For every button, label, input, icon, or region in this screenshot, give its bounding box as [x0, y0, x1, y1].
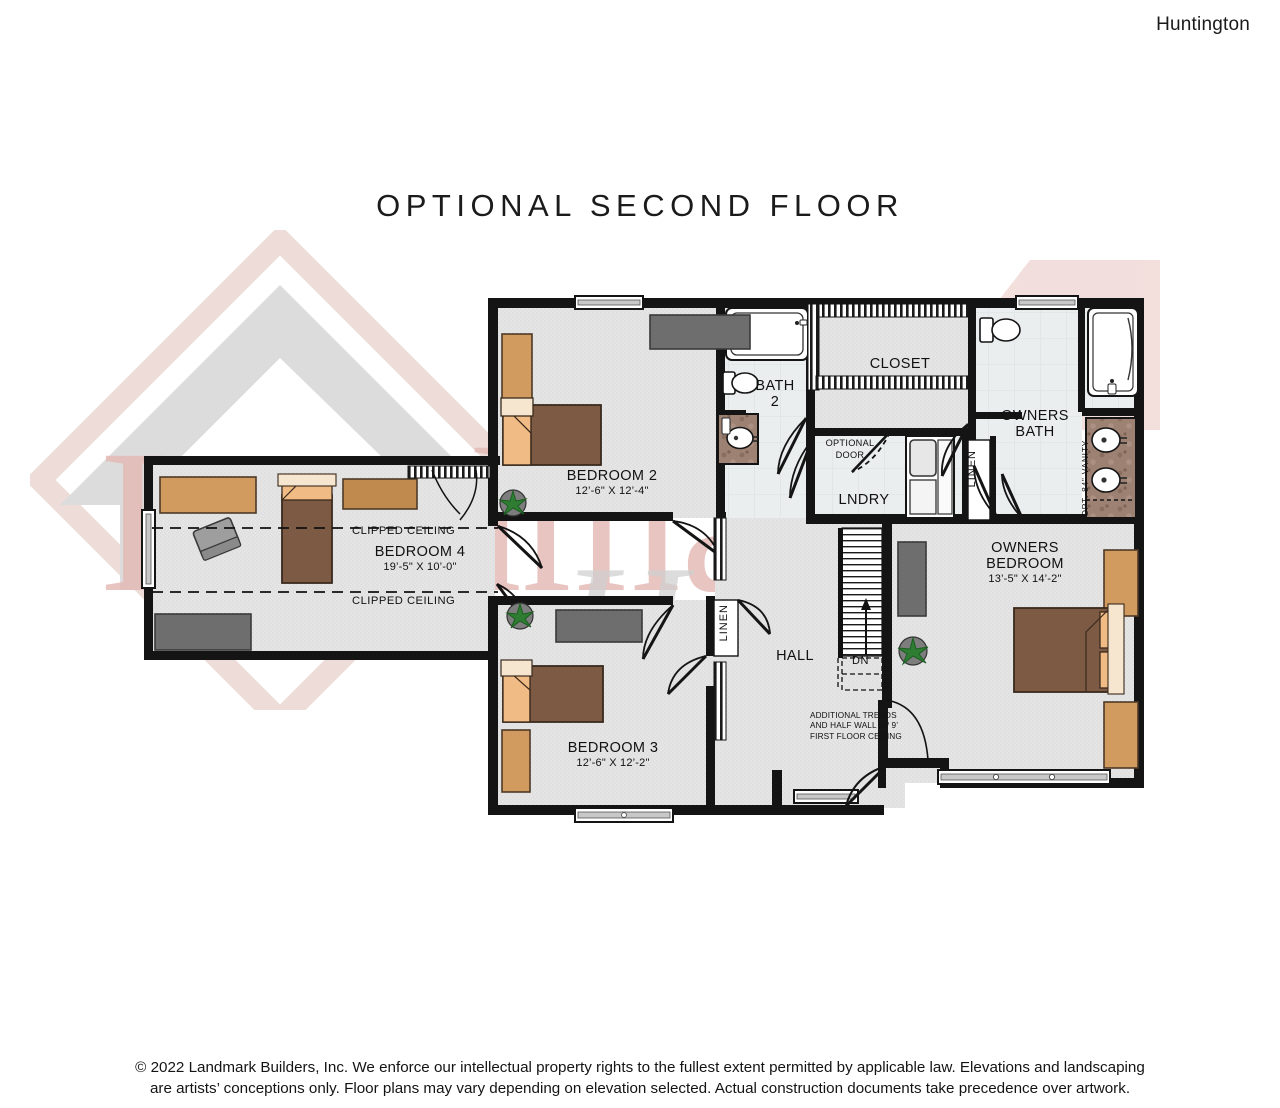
staircase [837, 527, 929, 761]
window [1015, 295, 1079, 310]
page-title: OPTIONAL SECOND FLOOR [376, 188, 904, 223]
plant-icon [505, 602, 535, 630]
plan-name: Huntington [1156, 14, 1250, 35]
laundry-appliances [905, 435, 955, 519]
copyright-footer: © 2022 Landmark Builders, Inc. We enforc… [0, 1058, 1280, 1100]
window [937, 769, 1111, 785]
plant-icon [498, 489, 528, 517]
footer-line-1: © 2022 Landmark Builders, Inc. We enforc… [135, 1059, 1145, 1077]
window [574, 295, 644, 310]
plant-icon [897, 636, 929, 666]
owners-bedroom-furniture [897, 541, 1139, 769]
footer-line-2: are artists’ conceptions only. Floor pla… [149, 1080, 1131, 1098]
hall-shelving [713, 517, 727, 741]
window [574, 807, 674, 823]
window [141, 509, 156, 589]
